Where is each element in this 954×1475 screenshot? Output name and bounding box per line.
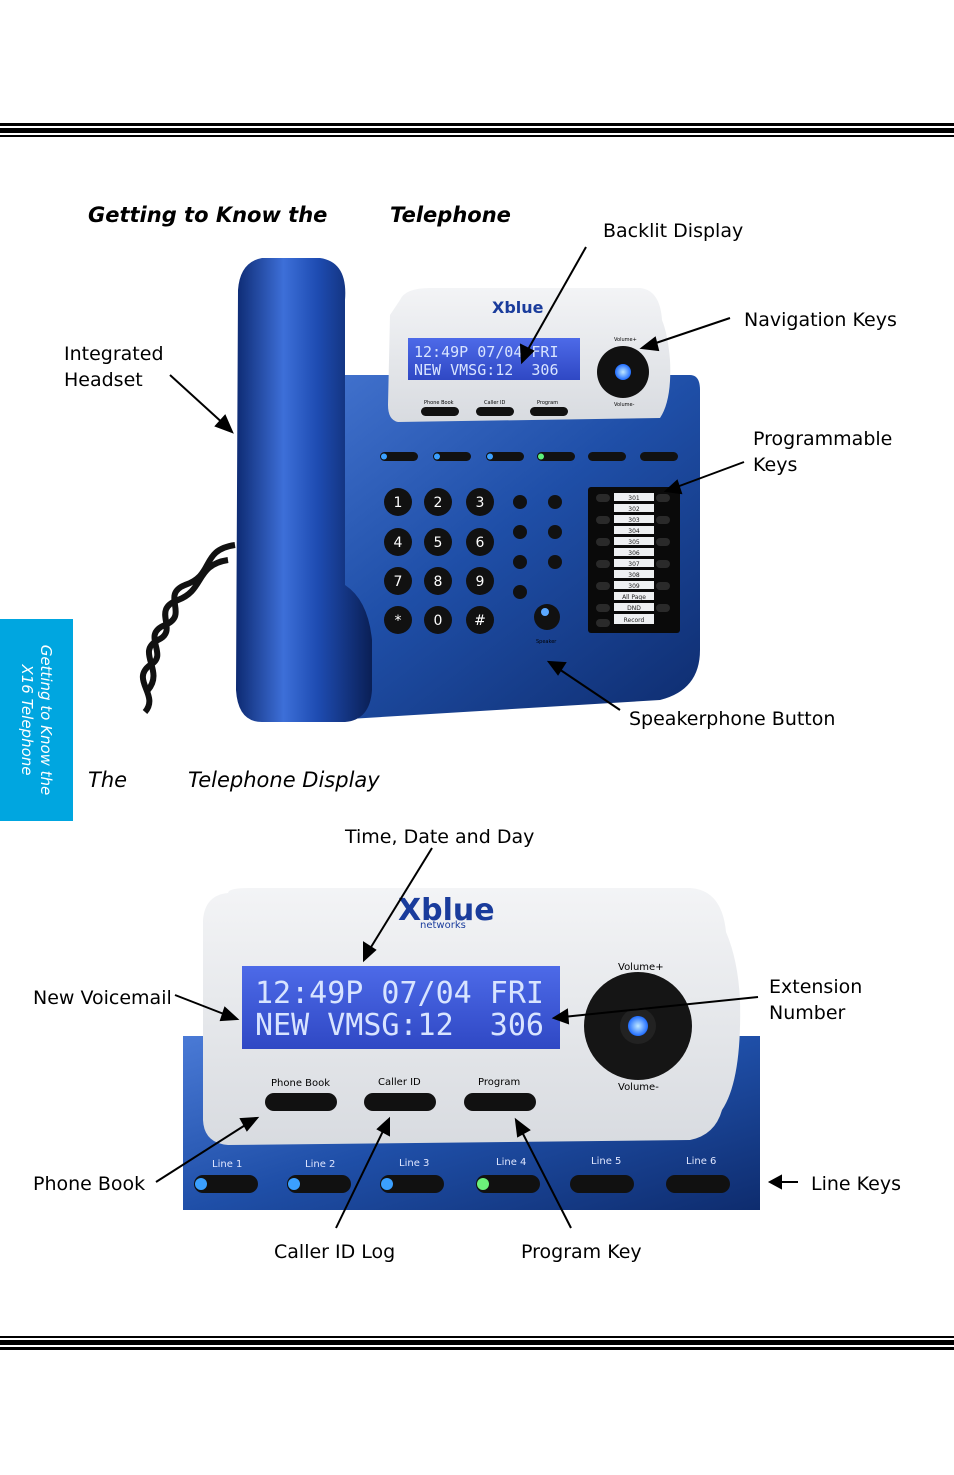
- heading-telephone-display: Telephone Display: [188, 768, 380, 792]
- line-key-label: Line 5: [591, 1156, 621, 1167]
- dial-digit: 9: [476, 574, 485, 590]
- soft-keys-top[interactable]: [421, 407, 568, 416]
- dial-digit: #: [474, 613, 486, 629]
- soft-key-label-caller-id: Caller ID: [378, 1077, 421, 1088]
- label-line-keys: Line Keys: [811, 1173, 901, 1195]
- line-keys-top[interactable]: [380, 452, 678, 461]
- soft-key-label-phone-book: Phone Book: [271, 1078, 330, 1089]
- speaker-button[interactable]: [534, 604, 560, 630]
- volume-down-label: Volume-: [618, 1082, 659, 1093]
- label-program-key: Program Key: [521, 1241, 642, 1263]
- programmable-label: 307: [628, 561, 640, 568]
- dial-digit: 3: [476, 495, 485, 511]
- heading-the: The: [88, 768, 128, 792]
- label-extension-number-1: Extension: [769, 976, 863, 998]
- label-caller-id-log: Caller ID Log: [274, 1241, 396, 1263]
- soft-key-label-caller-id-top: Caller ID: [484, 400, 506, 406]
- line-key-label: Line 2: [305, 1159, 335, 1170]
- volume-up-label-top: Volume+: [614, 337, 637, 343]
- zoom-brand-logo: Xblue: [398, 893, 495, 928]
- dial-digit: 1: [394, 495, 403, 511]
- label-extension-number-2: Number: [769, 1002, 846, 1024]
- coiled-cord: [139, 542, 236, 714]
- callout-arrows-bottom: [155, 847, 798, 1229]
- label-programmable-keys-1: Programmable: [753, 428, 893, 450]
- programmable-keys[interactable]: [596, 494, 670, 627]
- label-time-date-day: Time, Date and Day: [345, 826, 535, 848]
- volume-up-label: Volume+: [618, 962, 664, 973]
- programmable-label: 303: [628, 517, 640, 524]
- speaker-label: Speaker: [536, 639, 557, 645]
- function-keys[interactable]: [513, 495, 562, 599]
- programmable-label: 308: [628, 572, 640, 579]
- line-key-label: Line 1: [212, 1159, 242, 1170]
- navigation-keys[interactable]: [597, 346, 649, 398]
- dial-digit: 8: [434, 574, 443, 590]
- dial-digit: 2: [434, 495, 443, 511]
- programmable-label: 304: [628, 528, 640, 535]
- zoom-line-key-labels: Line 1 Line 2 Line 3 Line 4 Line 5 Line …: [212, 1156, 716, 1170]
- programmable-labels: 301 302 303 304 305 306 307 308 309 All …: [622, 495, 646, 624]
- lcd-line1: 12:49P 07/04 FRI: [414, 343, 559, 361]
- lcd-screen: [408, 338, 580, 380]
- bottom-rule: [0, 1336, 954, 1350]
- heading-telephone: Telephone: [390, 203, 511, 227]
- brand-logo: Xblue: [492, 298, 544, 317]
- dial-digit: 7: [394, 574, 403, 590]
- label-speakerphone-button: Speakerphone Button: [629, 708, 836, 730]
- zoom-soft-keys[interactable]: [265, 1093, 536, 1111]
- label-navigation-keys: Navigation Keys: [744, 309, 897, 331]
- programmable-label: 306: [628, 550, 640, 557]
- heading-getting-to-know: Getting to Know the: [88, 203, 328, 227]
- dial-digits: 1 2 3 4 5 6 7 8 9 * 0 #: [394, 495, 486, 629]
- label-phone-book: Phone Book: [33, 1173, 146, 1195]
- lcd-line2: NEW VMSG:12 306: [414, 361, 559, 379]
- programmable-label: DND: [627, 605, 641, 612]
- zoom-line-keys[interactable]: [194, 1175, 730, 1193]
- label-backlit-display: Backlit Display: [603, 220, 744, 242]
- programmable-label: Record: [624, 617, 645, 624]
- volume-down-label-top: Volume-: [614, 402, 635, 408]
- line-key-label: Line 3: [399, 1158, 429, 1169]
- zoom-navigation-keys[interactable]: [584, 972, 692, 1080]
- dial-digit: 5: [434, 535, 443, 551]
- soft-key-label-phone-book-top: Phone Book: [424, 400, 454, 406]
- soft-key-label-program-top: Program: [537, 400, 558, 406]
- dial-digit: 4: [394, 535, 403, 551]
- callout-arrows-top: [169, 246, 745, 711]
- dial-pad[interactable]: [384, 488, 494, 634]
- zoom-lcd-line2: NEW VMSG:12 306: [255, 1008, 544, 1043]
- programmable-label-strip: [614, 493, 654, 624]
- programmable-label: 302: [628, 506, 640, 513]
- line-key-label: Line 4: [496, 1157, 526, 1168]
- side-tab: Getting to Know the X16 Telephone: [0, 619, 73, 821]
- dial-digit: 0: [434, 613, 443, 629]
- label-new-voicemail: New Voicemail: [33, 987, 172, 1009]
- handset: [236, 258, 372, 722]
- programmable-label: 309: [628, 583, 640, 590]
- dial-digit: *: [395, 613, 402, 629]
- programmable-label: 305: [628, 539, 640, 546]
- programmable-label: 301: [628, 495, 640, 502]
- zoom-lcd-line1: 12:49P 07/04 FRI: [255, 976, 544, 1011]
- line-key-label: Line 6: [686, 1156, 716, 1167]
- zoom-brand-sub: networks: [420, 920, 466, 931]
- label-integrated-headset-2: Headset: [64, 369, 143, 391]
- soft-key-label-program: Program: [478, 1077, 520, 1088]
- label-programmable-keys-2: Keys: [753, 454, 798, 476]
- zoom-lcd-screen: [242, 966, 560, 1049]
- programmable-label: All Page: [622, 594, 646, 601]
- label-integrated-headset-1: Integrated: [64, 343, 164, 365]
- dial-digit: 6: [476, 535, 485, 551]
- top-rule: [0, 123, 954, 137]
